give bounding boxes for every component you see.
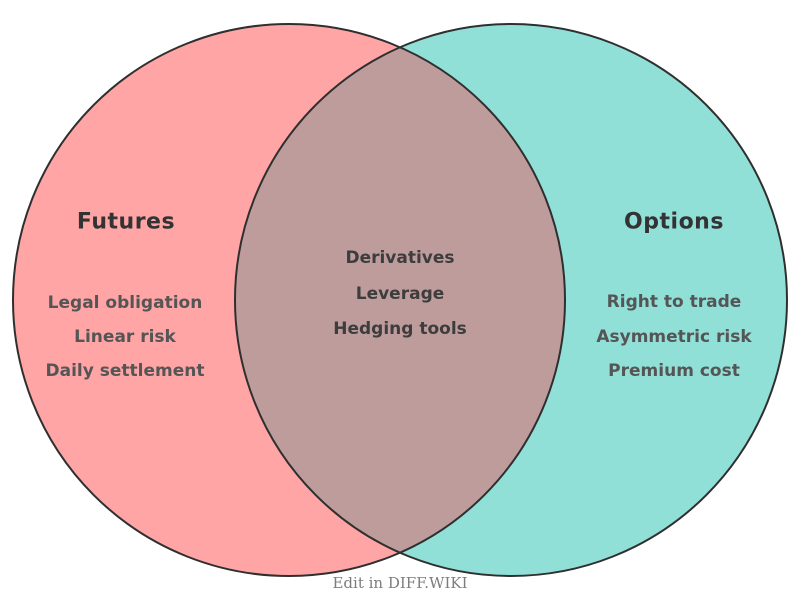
options-item-premium-cost: Premium cost — [608, 361, 740, 381]
futures-item-legal-obligation: Legal obligation — [47, 293, 203, 313]
options-item-right-to-trade: Right to trade — [606, 292, 742, 312]
intersection-item-derivatives: Derivatives — [345, 248, 455, 268]
intersection-item-hedging-tools: Hedging tools — [333, 319, 467, 339]
edit-link[interactable]: Edit in DIFF.WIKI — [332, 574, 468, 592]
futures-circle-outline — [12, 23, 566, 577]
options-circle-outline — [234, 23, 788, 577]
intersection-item-leverage: Leverage — [355, 284, 445, 304]
intersection-lens-fill — [234, 47, 566, 553]
options-title: Options — [624, 209, 724, 235]
futures-item-linear-risk: Linear risk — [74, 327, 176, 347]
futures-title: Futures — [76, 209, 176, 235]
options-item-asymmetric-risk: Asymmetric risk — [596, 327, 752, 347]
futures-item-daily-settlement: Daily settlement — [45, 361, 205, 381]
